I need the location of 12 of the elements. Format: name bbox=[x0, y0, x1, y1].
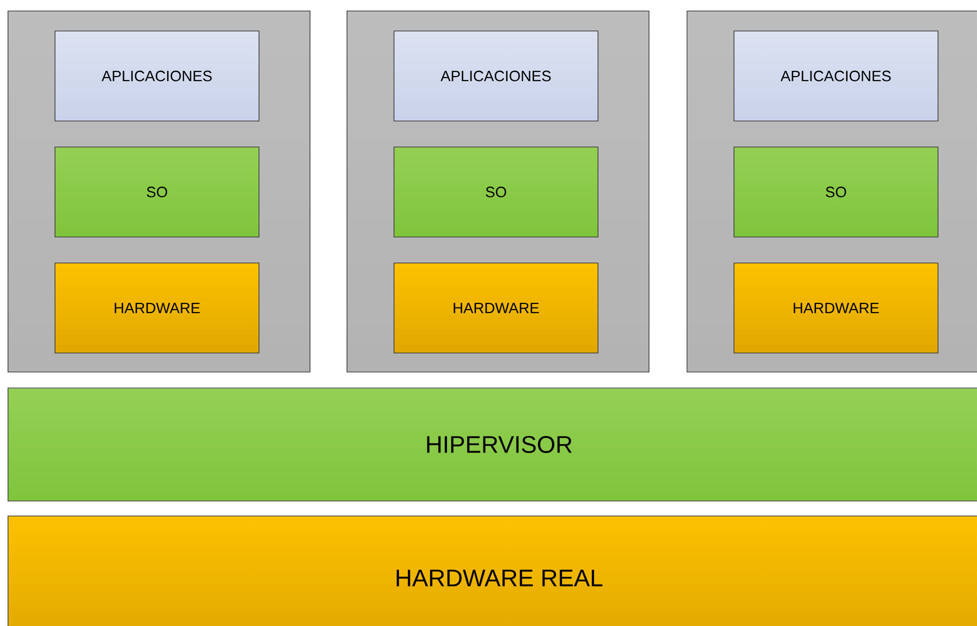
hardware-box: HARDWARE REAL bbox=[8, 516, 977, 626]
hardware-box: HARDWARE bbox=[54, 262, 260, 354]
hardware-box: HARDWARE bbox=[394, 262, 598, 354]
vm-box bbox=[686, 10, 977, 372]
hardware-box: HARDWARE bbox=[734, 262, 938, 354]
os-box: SO bbox=[54, 146, 260, 238]
application-box: APLICACIONES bbox=[734, 30, 938, 122]
os-box: SO bbox=[734, 146, 938, 238]
application-box: APLICACIONES bbox=[54, 30, 260, 122]
os-box: SO bbox=[394, 146, 598, 238]
os-box: HIPERVISOR bbox=[8, 388, 977, 502]
application-box: APLICACIONES bbox=[394, 30, 598, 122]
